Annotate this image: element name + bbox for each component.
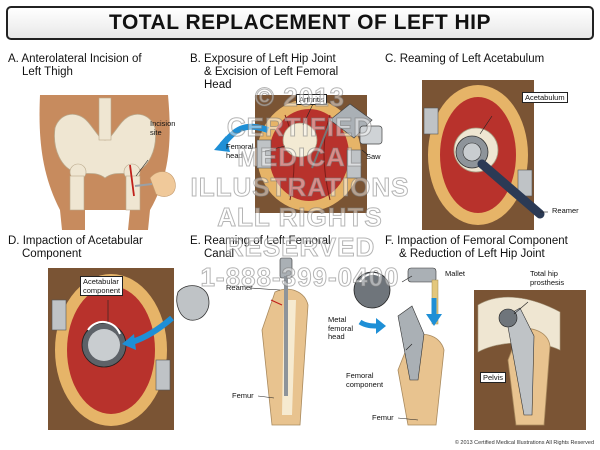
panel-e-title-line2: Canal [204, 248, 235, 260]
panel-b-title-line3: Head [204, 79, 232, 91]
panel-a-title-line1: A. Anterolateral Incision of [8, 53, 142, 65]
label-femur-e: Femur [232, 391, 254, 400]
title-bar: TOTAL REPLACEMENT OF LEFT HIP [6, 6, 594, 40]
panel-f-title-line2: & Reduction of Left Hip Joint [399, 248, 545, 260]
panel-d-title-line2: Component [22, 248, 82, 260]
label-incision-site: Incision site [150, 119, 176, 137]
label-femur-f: Femur [372, 413, 394, 422]
panel-b-title-line2: & Excision of Left Femoral [204, 66, 339, 78]
label-total-hip-prosthesis: Total hip prosthesis [530, 269, 565, 287]
label-metal-femoral-head: Metal femoral head [328, 315, 354, 341]
label-reamer-c: Reamer [552, 206, 579, 215]
label-reamer-e: Reamer [226, 283, 253, 292]
label-mallet: Mallet [445, 269, 466, 278]
label-arthritis: Arthritis [296, 94, 328, 105]
label-acetabulum: Acetabulum [522, 92, 568, 103]
panel-a-title-line2: Left Thigh [22, 66, 73, 78]
panel-d-title: D. Impaction of Acetabular Component [8, 235, 143, 261]
panel-f-title-line1: F. Impaction of Femoral Component [385, 235, 568, 247]
label-femoral-component: Femoral component [346, 371, 384, 389]
panel-d-title-line1: D. Impaction of Acetabular [8, 235, 143, 247]
label-femoral-head: Femoral head [226, 142, 254, 160]
panel-a-title: A. Anterolateral Incision of Left Thigh [8, 53, 142, 79]
label-pelvis: Pelvis [480, 372, 507, 383]
panel-f-title: F. Impaction of Femoral Component & Redu… [385, 235, 568, 261]
label-acetabular-component: Acetabular component [80, 276, 124, 296]
panel-b-title: B. Exposure of Left Hip Joint & Excision… [190, 53, 338, 92]
panel-e-title: E. Reaming of Left Femoral Canal [190, 235, 331, 261]
panel-e-title-line1: E. Reaming of Left Femoral [190, 235, 331, 247]
label-saw: Saw [366, 152, 381, 161]
panel-b-title-line1: B. Exposure of Left Hip Joint [190, 53, 336, 65]
panel-c-title: C. Reaming of Left Acetabulum [385, 53, 545, 65]
page-title: TOTAL REPLACEMENT OF LEFT HIP [109, 11, 491, 34]
copyright-notice: © 2013 Certified Medical Illustrations A… [454, 440, 594, 446]
